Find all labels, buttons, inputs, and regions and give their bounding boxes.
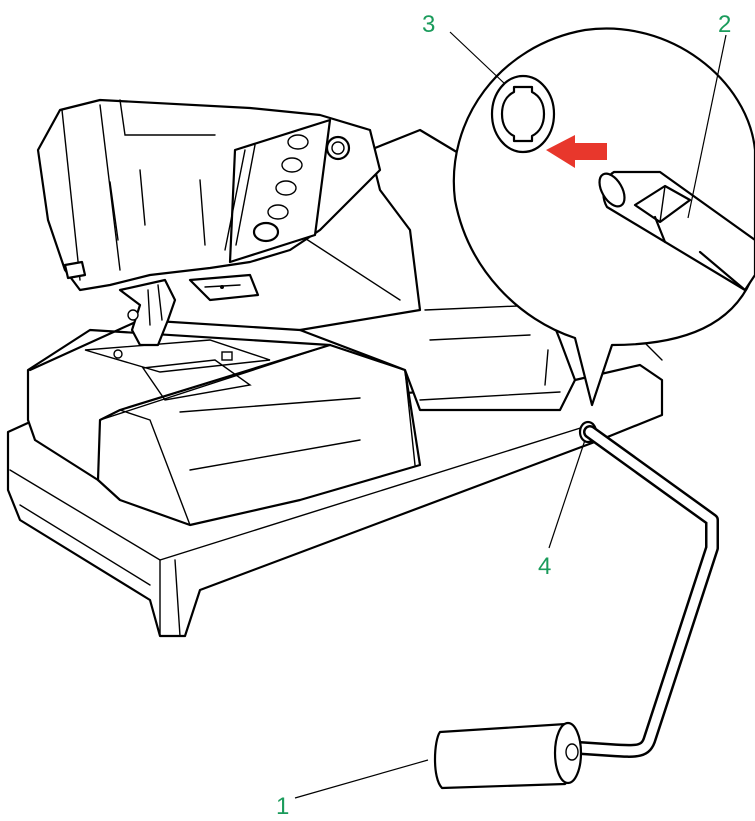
callout-2: 2 bbox=[718, 11, 731, 38]
socket-keyhole bbox=[502, 87, 544, 141]
callout-1: 1 bbox=[276, 793, 289, 820]
callout-4: 4 bbox=[538, 553, 551, 580]
callout-3: 3 bbox=[422, 11, 435, 38]
crank-handle bbox=[435, 724, 574, 788]
